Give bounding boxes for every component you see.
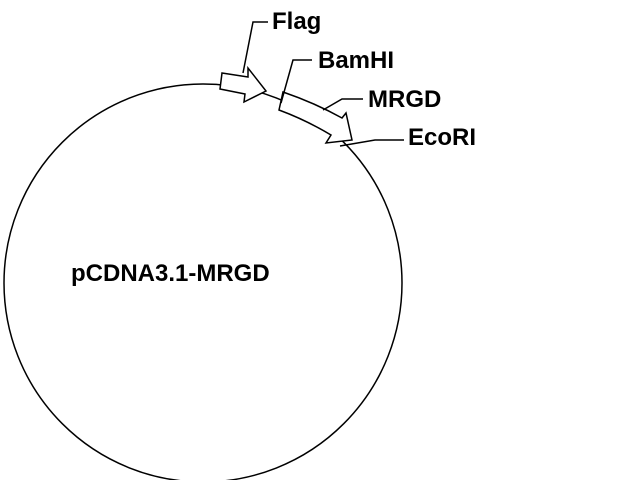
- bamhi-leader-line: [280, 59, 312, 104]
- flag-feature-arrow: [219, 65, 268, 104]
- flag-leader-line: [242, 21, 268, 74]
- flag-label: Flag: [272, 8, 321, 35]
- mrgd-feature-arrow: [278, 91, 353, 144]
- ecori-leader-line: [339, 139, 404, 147]
- mrgd-leader-line: [322, 98, 363, 111]
- bamhi-label: BamHI: [318, 47, 394, 74]
- ecori-label: EcoRI: [408, 124, 476, 151]
- plasmid-backbone: [3, 83, 403, 480]
- plasmid-name-label: pCDNA3.1-MRGD: [71, 260, 270, 287]
- mrgd-label: MRGD: [368, 86, 441, 113]
